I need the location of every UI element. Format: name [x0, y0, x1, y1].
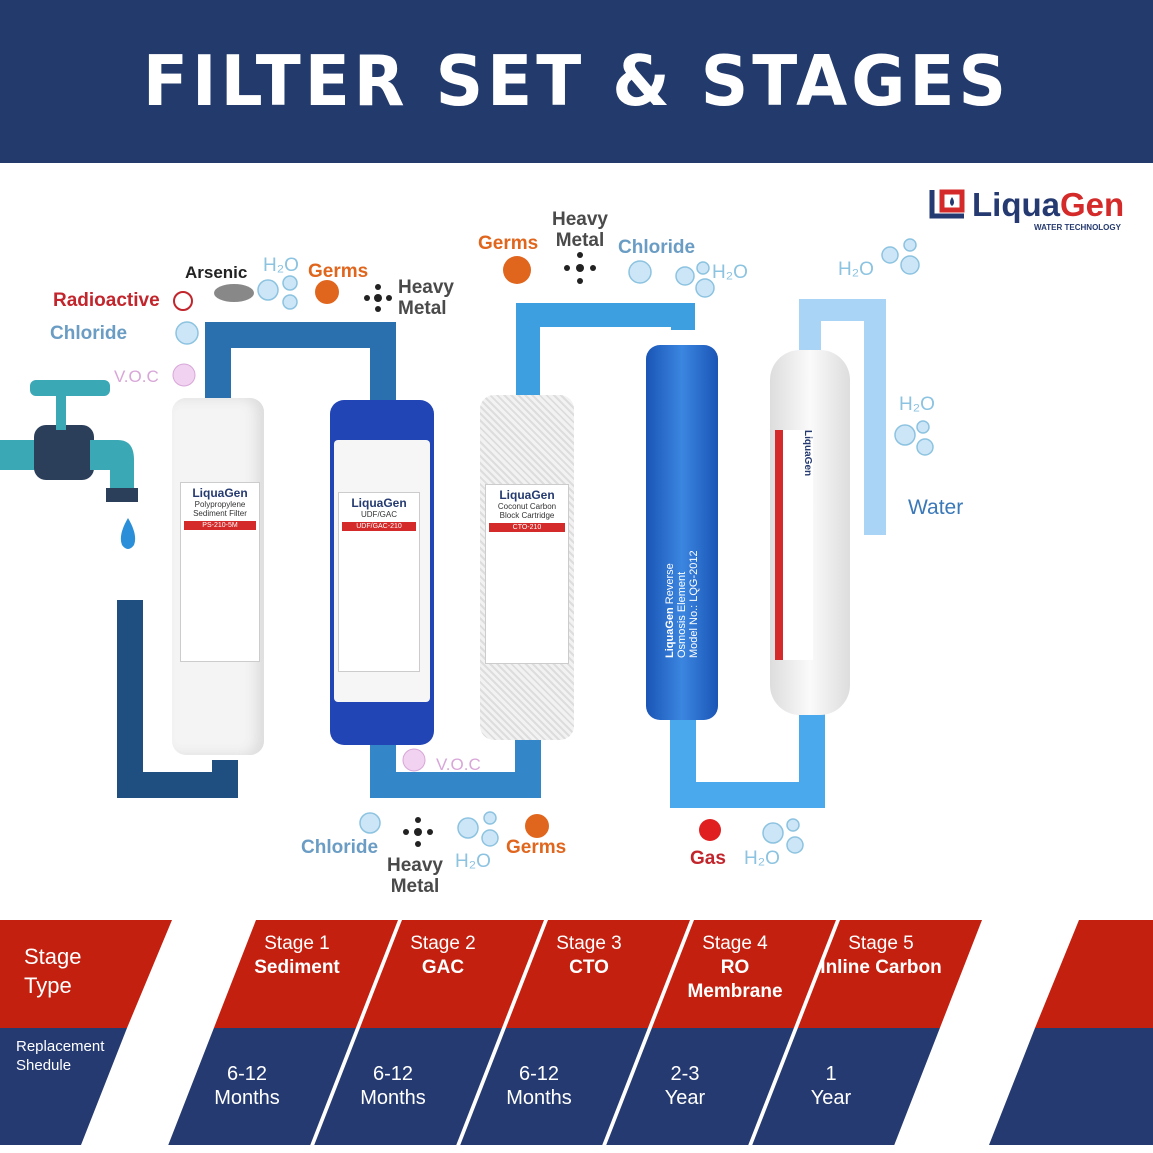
label-chloride: Chloride: [618, 237, 696, 258]
schedule-value: 6-12: [518, 1063, 560, 1085]
label-voc: V.O.C: [114, 367, 159, 386]
label-heavy-metal: Heavy Metal: [387, 855, 443, 897]
stage-cell-red: [651, 920, 836, 1028]
stage-cell-red: [359, 920, 544, 1028]
germ-icon: [315, 256, 549, 838]
page-title: Filter Set & Stages: [142, 41, 1011, 122]
header-cell-blue: [0, 1028, 127, 1145]
stage-number: Stage 4: [702, 933, 768, 954]
label-voc: V.O.C: [436, 755, 481, 774]
pipe-stage1-2: [205, 322, 396, 400]
faucet-icon: [0, 380, 138, 549]
stage-table-background: [0, 920, 1153, 1145]
label-heavy-metal: Heavy Metal: [398, 277, 454, 319]
filter-label-stage3: LiquaGen Coconut Carbon Block Cartridge …: [485, 484, 569, 664]
stage-type: GAC: [421, 957, 465, 978]
stage-type-cell: Stage 4 RO Membrane: [664, 932, 806, 1004]
logo-drop-icon: [929, 189, 965, 219]
filter-label-stage5: LiquaGen: [775, 430, 813, 660]
logo-name-b: Gen: [1060, 186, 1125, 223]
radioactive-icon: [173, 291, 193, 311]
schedule-unit: Months: [506, 1087, 572, 1109]
schedule-unit: Months: [214, 1087, 280, 1109]
row-header-stage-type: Stage Type: [24, 944, 82, 998]
stage-type: RO: [720, 957, 750, 978]
stage-cell-red: [505, 920, 690, 1028]
label-h2o: H₂O: [455, 851, 491, 872]
stage-cell-blue: [606, 1028, 794, 1145]
filter-stage4: [646, 345, 718, 720]
voc-bubble: [402, 748, 426, 772]
stage-cell-red: [213, 920, 398, 1028]
stage-type-cell: Stage 1 Sediment: [226, 932, 368, 980]
label-chloride: Chloride: [301, 837, 379, 858]
schedule-unit: Months: [360, 1087, 426, 1109]
schedule-value: 1: [825, 1063, 837, 1085]
stage-number: Stage 3: [556, 933, 622, 954]
pipe-outlet: [799, 299, 886, 535]
schedule-unit: Year: [810, 1087, 852, 1109]
pipe-diagram: [0, 238, 934, 854]
filter-label-stage4: LiquaGen Reverse Osmosis Element Model N…: [664, 550, 700, 658]
stage-type: Sediment: [254, 957, 340, 978]
header-cell-red: [0, 920, 172, 1028]
label-h2o: H₂O: [744, 848, 780, 869]
logo-tagline: WATER TECHNOLOGY: [1034, 223, 1121, 232]
liquagen-logo: LiquaGen WATER TECHNOLOGY: [928, 186, 1138, 236]
label-germs: Germs: [308, 261, 369, 282]
label-heavy-metal: Heavy Metal: [552, 209, 608, 251]
pipe-inlet: [117, 600, 238, 798]
trailing-cell-blue: [989, 1028, 1153, 1145]
label-chloride: Chloride: [50, 323, 128, 344]
stage-type: Inline Carbon: [820, 957, 942, 978]
label-h2o: H₂O: [712, 262, 748, 283]
stage-number: Stage 1: [264, 933, 330, 954]
schedule-value: 6-12: [372, 1063, 414, 1085]
stage-cell-red: [797, 920, 982, 1028]
trailing-cell-red: [1035, 920, 1153, 1028]
label-germs: Germs: [478, 233, 539, 254]
pipe-stage2-3: [370, 740, 541, 798]
stage-number: Stage 5: [848, 933, 914, 954]
label-germs: Germs: [506, 837, 567, 858]
logo-name-a: Liqua: [972, 186, 1060, 223]
stage-type-cell: Stage 3 CTO: [518, 932, 660, 980]
label-arsenic: Arsenic: [185, 263, 248, 282]
label-h2o: H₂O: [899, 394, 935, 415]
stage-type: Membrane: [687, 981, 783, 1002]
stage-type-cell: Stage 5 Inline Carbon: [810, 932, 952, 980]
stage-cell-blue: [168, 1028, 356, 1145]
heavy-metal-icon: [364, 252, 596, 847]
filter-label-stage2: LiquaGen UDF/GAC UDF/GAC-210: [338, 492, 420, 672]
label-radioactive: Radioactive: [53, 290, 160, 311]
label-water: Water: [908, 496, 964, 519]
stage-type: CTO: [569, 957, 609, 978]
schedule-unit: Year: [664, 1087, 706, 1109]
bubbles: [175, 238, 934, 854]
filter-label-stage1: LiquaGen Polypropylene Sediment Filter P…: [180, 482, 260, 662]
stage-cell-blue: [752, 1028, 940, 1145]
label-h2o: H₂O: [838, 259, 874, 280]
row-header-replacement: Replacement Shedule: [16, 1038, 105, 1074]
stage-type-cell: Stage 2 GAC: [372, 932, 514, 980]
pipe-stage4-5: [670, 705, 825, 808]
pipe-stage3-4: [516, 303, 695, 395]
arsenic-icon: [214, 284, 254, 302]
header-banner: Filter Set & Stages: [0, 0, 1153, 163]
schedule-value: 2-3: [670, 1063, 700, 1085]
voc-bubble: [172, 363, 196, 387]
stage-cell-blue: [460, 1028, 648, 1145]
stage-cell-blue: [314, 1028, 502, 1145]
label-h2o: H₂O: [263, 255, 299, 276]
label-gas: Gas: [690, 848, 726, 869]
stage-number: Stage 2: [410, 933, 476, 954]
schedule-value: 6-12: [226, 1063, 268, 1085]
gas-bubble: [699, 819, 721, 841]
